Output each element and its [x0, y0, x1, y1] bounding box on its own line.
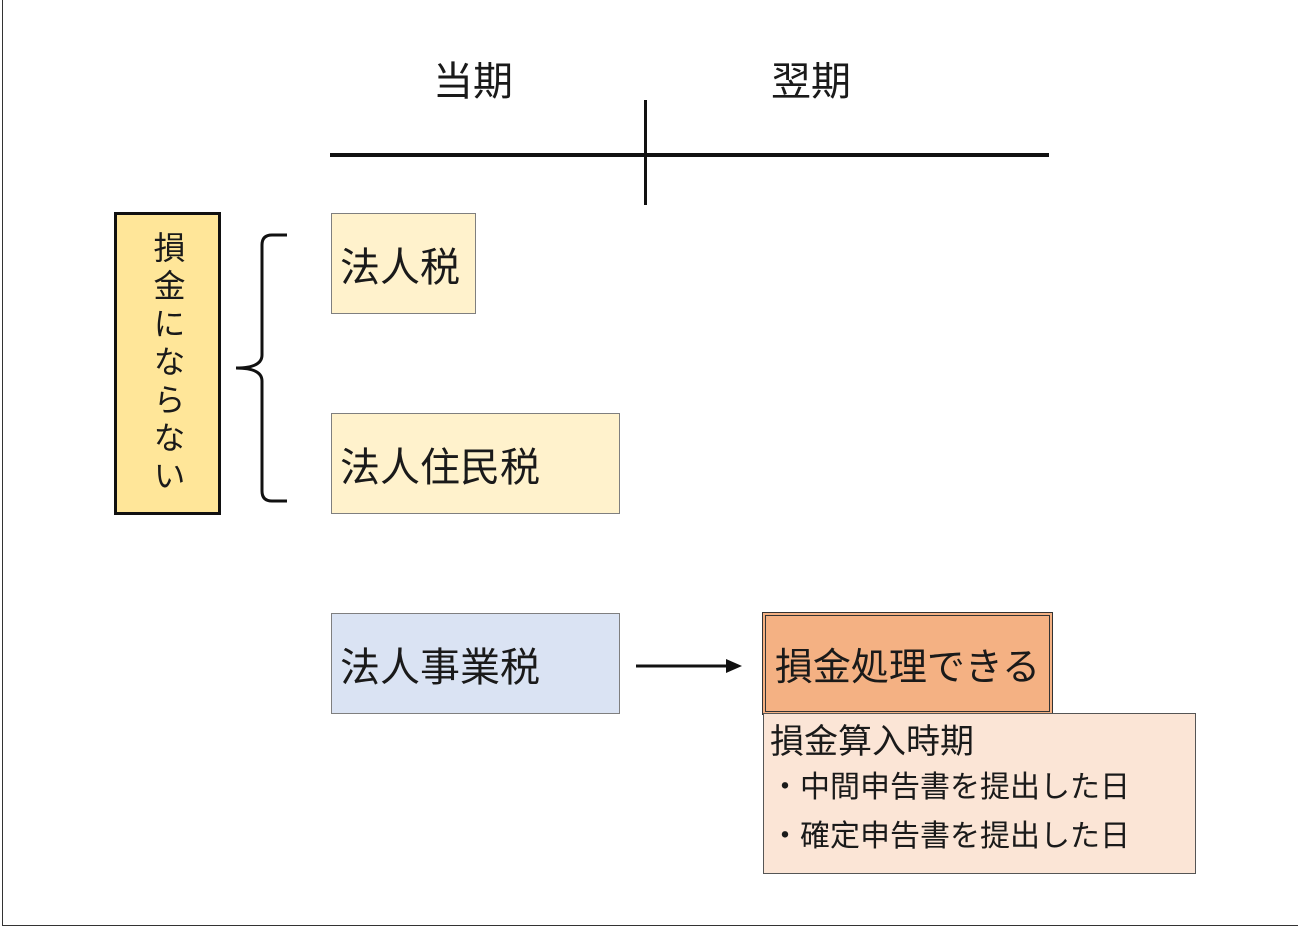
frame-left-edge: [2, 0, 3, 925]
deductible-box: 損金処理できる: [762, 612, 1053, 715]
deduction-timing-box: 損金算入時期 ・中間申告書を提出した日 ・確定申告書を提出した日: [763, 713, 1196, 874]
resident-tax-box: 法人住民税: [331, 413, 620, 514]
curly-brace: [235, 233, 287, 503]
corporate-tax-box: 法人税: [331, 213, 476, 314]
frame-bottom-edge: [2, 925, 1298, 926]
next-period-label: 翌期: [771, 59, 851, 105]
timeline-horizontal-axis: [330, 153, 1049, 157]
deduction-timing-heading: 損金算入時期: [770, 722, 974, 762]
non-deductible-label-box: 損金にならない: [114, 212, 221, 515]
resident-tax-label: 法人住民税: [340, 444, 540, 491]
deductible-label: 損金処理できる: [774, 645, 1041, 689]
right-arrow-icon: [636, 659, 742, 673]
business-tax-label: 法人事業税: [340, 644, 540, 691]
timing-item-interim: ・中間申告書を提出した日: [770, 770, 1130, 806]
current-period-label: 当期: [433, 59, 513, 105]
non-deductible-label: 損金にならない: [148, 230, 187, 497]
period-divider-line: [644, 100, 647, 205]
corporate-tax-label: 法人税: [340, 244, 460, 291]
business-tax-box: 法人事業税: [331, 613, 620, 714]
timing-item-final: ・確定申告書を提出した日: [770, 819, 1130, 855]
